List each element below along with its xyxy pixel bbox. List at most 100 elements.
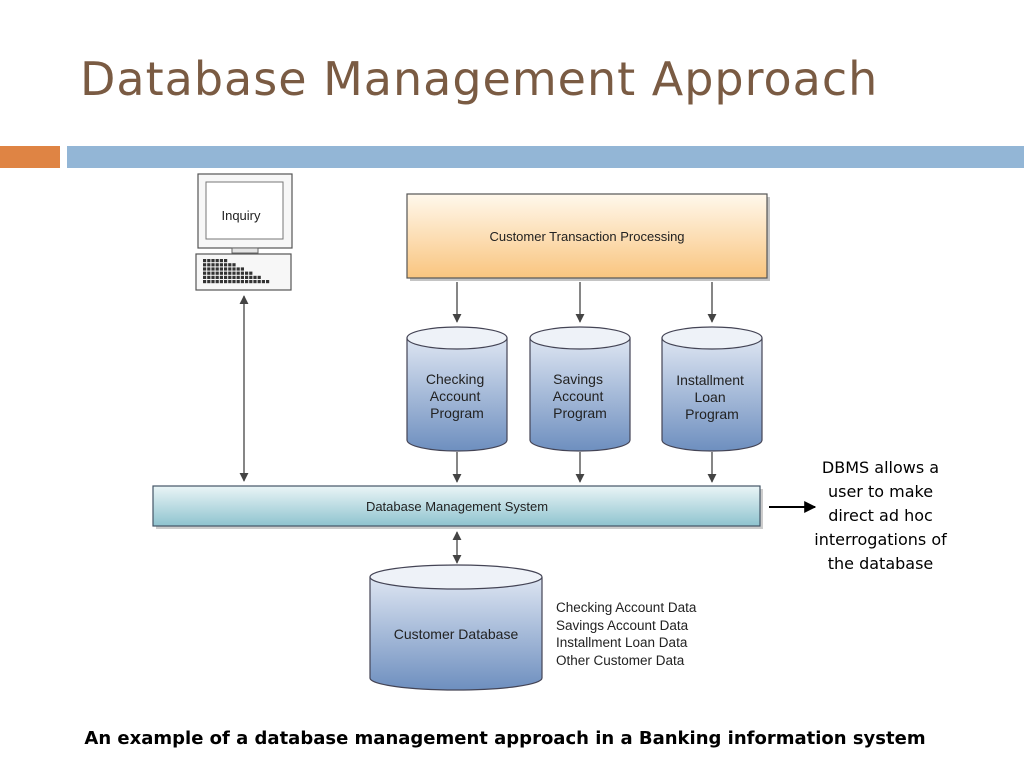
keyboard-key <box>245 275 249 279</box>
keyboard-key <box>240 275 244 279</box>
keyboard-key <box>224 263 228 267</box>
keyboard-key <box>236 280 240 284</box>
cylinder-body <box>529 338 631 452</box>
keyboard-key <box>219 271 223 275</box>
keyboard-key <box>232 275 236 279</box>
slide-caption: An example of a database management appr… <box>84 728 926 749</box>
keyboard-key <box>219 263 223 267</box>
keyboard-key <box>207 280 211 284</box>
installment-program-label: Installment Loan Program <box>676 372 748 422</box>
inquiry-label: Inquiry <box>221 208 261 223</box>
savings-account-program: Savings Account Program <box>529 326 631 452</box>
keyboard-key <box>232 263 236 267</box>
keyboard-key <box>207 267 211 271</box>
dbms-label: Database Management System <box>366 499 548 514</box>
keyboard-key <box>240 267 244 271</box>
keyboard-key <box>211 271 215 275</box>
keyboard-key <box>236 271 240 275</box>
cylinder-top <box>529 326 631 350</box>
keyboard-key <box>219 259 223 263</box>
keyboard-key <box>240 280 244 284</box>
keyboard-key <box>215 259 219 263</box>
database-contents-item: Checking Account Data <box>556 600 697 615</box>
keyboard-key <box>211 267 215 271</box>
cylinder-top <box>406 326 508 350</box>
keyboard-key <box>224 275 228 279</box>
keyboard-key <box>224 280 228 284</box>
keyboard-key <box>219 267 223 271</box>
transaction-processing-label: Customer Transaction Processing <box>489 229 684 244</box>
cylinder-body <box>369 577 543 691</box>
keyboard-key <box>232 267 236 271</box>
keyboard-key <box>215 280 219 284</box>
keyboard-key <box>224 271 228 275</box>
keyboard-key <box>253 280 257 284</box>
keyboard-key <box>249 271 253 275</box>
keyboard-key <box>228 263 232 267</box>
keyboard-key <box>261 280 265 284</box>
keyboard-key <box>203 275 207 279</box>
keyboard-key <box>211 280 215 284</box>
keyboard-key <box>236 275 240 279</box>
keyboard-key <box>211 275 215 279</box>
keyboard-key <box>224 259 228 263</box>
keyboard-key <box>215 267 219 271</box>
customer-database-label: Customer Database <box>394 626 519 642</box>
database-contents-list: Checking Account Data Savings Account Da… <box>556 600 697 668</box>
database-contents-item: Savings Account Data <box>556 618 689 633</box>
title-accent-orange-bar <box>0 146 60 168</box>
keyboard-key <box>203 280 207 284</box>
keyboard-key <box>245 280 249 284</box>
keyboard-key <box>257 280 261 284</box>
keyboard-key <box>211 263 215 267</box>
keyboard-key <box>215 271 219 275</box>
keyboard-key <box>228 275 232 279</box>
keyboard-key <box>266 280 270 284</box>
dbms-side-note: DBMS allows a user to make direct ad hoc… <box>814 458 947 573</box>
cylinder-body <box>661 338 763 452</box>
dbms-bar <box>152 485 761 527</box>
keyboard-key <box>249 275 253 279</box>
transaction-processing-box <box>406 193 768 279</box>
keyboard-keys-icon <box>203 259 270 284</box>
keyboard-key <box>203 263 207 267</box>
keyboard-key <box>228 267 232 271</box>
keyboard-key <box>215 275 219 279</box>
keyboard-key <box>232 280 236 284</box>
keyboard-key <box>203 267 207 271</box>
keyboard-key <box>224 267 228 271</box>
inquiry-terminal: Inquiry <box>195 173 293 291</box>
keyboard-key <box>207 259 211 263</box>
keyboard-key <box>215 263 219 267</box>
keyboard-key <box>207 263 211 267</box>
keyboard-key <box>203 259 207 263</box>
keyboard-key <box>232 271 236 275</box>
keyboard-key <box>253 275 257 279</box>
cylinder-top <box>369 564 543 590</box>
keyboard-key <box>211 259 215 263</box>
checking-program-label: Checking Account Program <box>426 371 488 421</box>
slide-title: Database Management Approach <box>80 52 879 106</box>
keyboard-key <box>207 271 211 275</box>
installment-loan-program: Installment Loan Program <box>661 326 763 452</box>
keyboard-key <box>228 280 232 284</box>
keyboard-key <box>245 271 249 275</box>
database-contents-item: Other Customer Data <box>556 653 685 668</box>
keyboard-key <box>249 280 253 284</box>
keyboard-key <box>236 267 240 271</box>
keyboard-key <box>219 275 223 279</box>
keyboard-key <box>240 271 244 275</box>
customer-database: Customer Database <box>369 564 543 691</box>
cylinder-top <box>661 326 763 350</box>
monitor-stand <box>231 247 259 254</box>
checking-account-program: Checking Account Program <box>406 326 508 452</box>
savings-program-label: Savings Account Program <box>553 371 607 421</box>
keyboard-key <box>228 271 232 275</box>
monitor-screen <box>205 181 284 240</box>
title-accent-blue-bar <box>67 146 1024 168</box>
keyboard-key <box>219 280 223 284</box>
keyboard-key <box>257 275 261 279</box>
cylinder-body <box>406 338 508 452</box>
keyboard-key <box>203 271 207 275</box>
